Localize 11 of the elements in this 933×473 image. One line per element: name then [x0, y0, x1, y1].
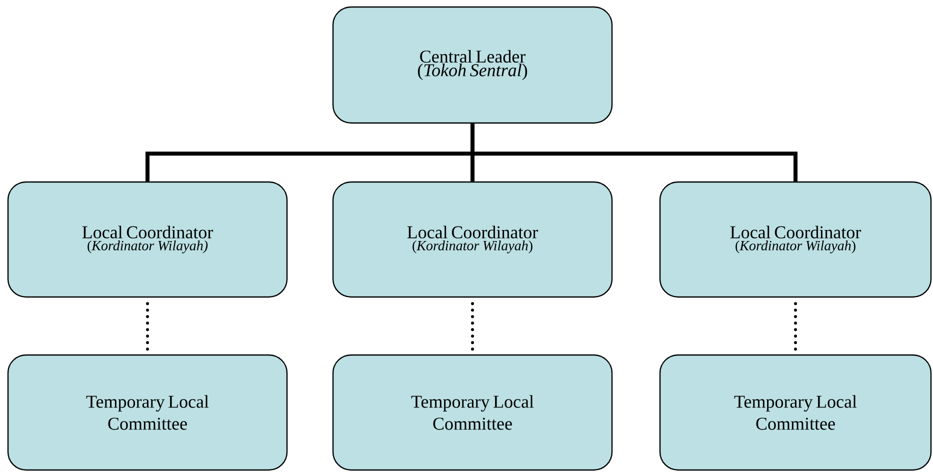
org-box: Temporary Local Committee	[332, 354, 613, 471]
org-box: Temporary Local Committee	[659, 354, 932, 471]
org-box: Central Leader (Tokoh Sentral)	[332, 6, 613, 124]
dotted-line	[146, 302, 149, 353]
org-box: Temporary Local Committee	[7, 354, 288, 471]
connector-line	[470, 124, 798, 182]
dotted-line	[471, 302, 474, 353]
org-box: Local Coordinator (Kordinator Wilayah)	[332, 181, 613, 298]
dotted-line	[794, 302, 797, 353]
org-box: Local Coordinator (Kordinator Wilayah)	[659, 181, 932, 298]
org-box: Local Coordinator (Kordinator Wilayah)	[7, 181, 288, 298]
